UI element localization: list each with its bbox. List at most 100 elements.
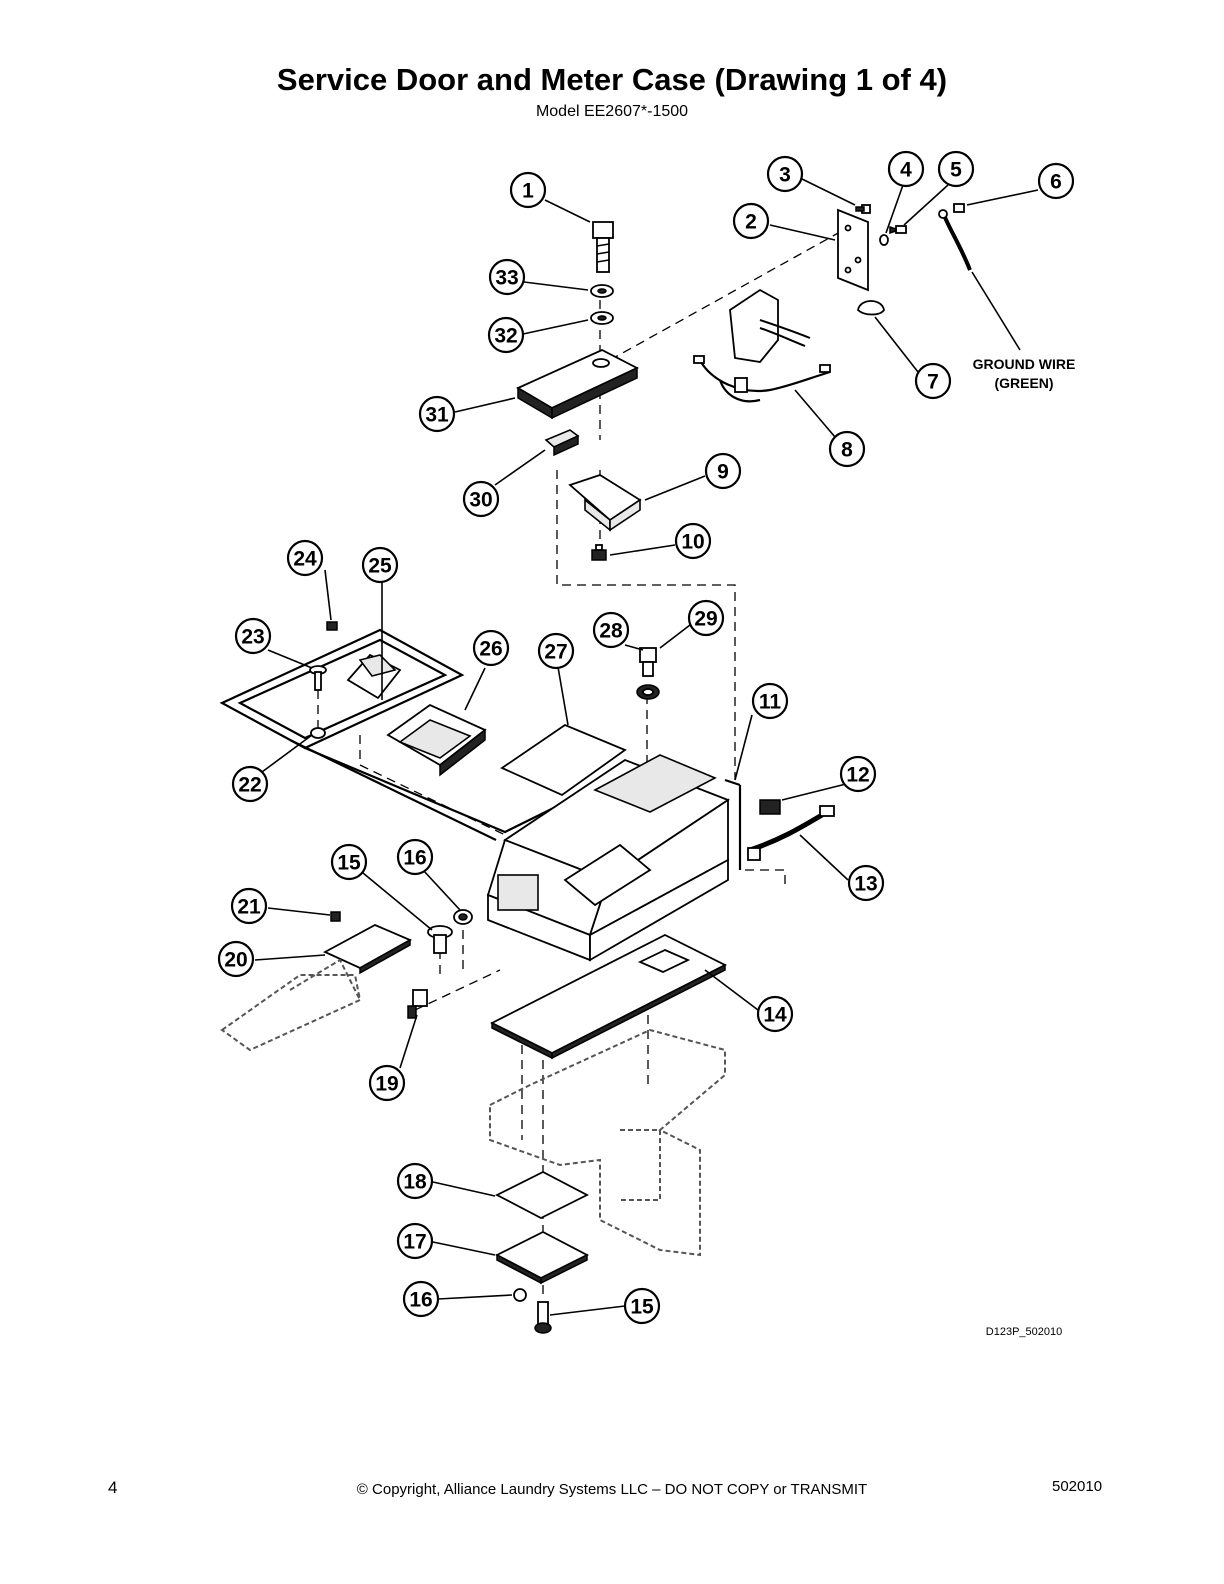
svg-text:30: 30	[469, 489, 492, 512]
callout: 1	[509, 171, 547, 209]
part-15-plug	[427, 925, 453, 954]
svg-text:13: 13	[854, 873, 877, 896]
part-11-meter-case	[486, 754, 742, 962]
callout: 15	[330, 843, 368, 881]
callout: 6	[1037, 162, 1075, 200]
callout: 29	[687, 599, 725, 637]
document-number: 502010	[1052, 1478, 1103, 1495]
ground-wire-color-label: (GREEN)	[994, 375, 1053, 391]
callout: 26	[472, 629, 510, 667]
callout: 9	[704, 452, 742, 490]
part-14-base-plate	[490, 933, 727, 1060]
callout: 8	[828, 430, 866, 468]
part-20-bracket	[322, 924, 413, 975]
part-27-label	[500, 723, 627, 797]
drawing-code: D123P_502010	[986, 1326, 1062, 1338]
part-23-rivet	[309, 665, 327, 691]
coin-mechanism-ghost	[220, 958, 362, 1052]
part-2-plate	[837, 208, 869, 292]
callout: 2	[732, 202, 770, 240]
callout: 30	[462, 480, 500, 518]
part-10-clip	[591, 544, 607, 561]
callout: 24	[286, 539, 324, 577]
part-13-cable	[747, 805, 835, 861]
part-19-switch	[407, 989, 428, 1019]
part-7-clamp	[857, 300, 885, 316]
part-12-fuse	[759, 799, 781, 815]
part-1-bolt	[592, 221, 614, 273]
callout: 20	[217, 940, 255, 978]
part-30-block	[544, 429, 580, 457]
part-4-washer	[879, 234, 889, 246]
svg-text:31: 31	[425, 404, 449, 427]
svg-text:18: 18	[403, 1171, 427, 1194]
callout: 18	[396, 1162, 434, 1200]
svg-text:10: 10	[681, 531, 704, 554]
callout: 17	[396, 1222, 434, 1260]
part-5-screw	[889, 225, 907, 235]
svg-text:2: 2	[745, 211, 757, 234]
svg-text:29: 29	[694, 608, 717, 631]
callout: 16	[402, 1280, 440, 1318]
callout: 27	[537, 632, 575, 670]
part-6-screw	[953, 203, 965, 213]
part-25-lock-bracket	[346, 653, 402, 700]
part-17-plate	[495, 1230, 589, 1285]
svg-text:24: 24	[293, 548, 317, 571]
callout: 31	[418, 395, 456, 433]
callout: 32	[487, 316, 525, 354]
callout: 4	[887, 150, 925, 188]
part-18-plate	[495, 1170, 589, 1220]
callout: 28	[592, 611, 630, 649]
callout: 3	[766, 155, 804, 193]
part-8-wire-harness	[693, 355, 831, 403]
svg-text:17: 17	[403, 1231, 426, 1254]
part-3-screw	[855, 204, 871, 214]
part-16-nut	[453, 909, 473, 925]
callout: 23	[234, 617, 272, 655]
svg-text:14: 14	[763, 1004, 787, 1027]
svg-text:23: 23	[241, 626, 264, 649]
ground-wire	[938, 209, 972, 271]
svg-text:26: 26	[479, 638, 502, 661]
page-number: 4	[108, 1478, 118, 1497]
callout: 11	[751, 682, 789, 720]
part-33-washer	[590, 284, 614, 298]
svg-text:19: 19	[375, 1073, 398, 1096]
svg-text:15: 15	[630, 1296, 654, 1319]
svg-text:20: 20	[224, 949, 247, 972]
svg-text:5: 5	[950, 159, 962, 182]
part-29-washer	[636, 684, 660, 700]
callout: 33	[488, 258, 526, 296]
svg-text:16: 16	[409, 1289, 432, 1312]
part-16-lower-nut	[513, 1288, 527, 1302]
part-28-bolt	[639, 647, 657, 677]
svg-text:33: 33	[495, 267, 518, 290]
leader-lines	[254, 177, 1039, 1316]
svg-text:1: 1	[522, 180, 534, 203]
part-15-lower-screw	[534, 1301, 552, 1334]
callout: 21	[230, 887, 268, 925]
svg-text:32: 32	[494, 325, 517, 348]
svg-text:28: 28	[599, 620, 623, 643]
part-24-screw	[326, 621, 338, 631]
callout: 22	[231, 765, 269, 803]
part-26-coin-chute	[386, 703, 487, 777]
svg-text:15: 15	[337, 852, 361, 875]
page-title: Service Door and Meter Case (Drawing 1 o…	[276, 62, 948, 97]
svg-text:3: 3	[779, 164, 791, 187]
svg-text:16: 16	[403, 847, 426, 870]
svg-text:11: 11	[759, 691, 782, 714]
callout: 12	[839, 755, 877, 793]
callout: 19	[368, 1064, 406, 1102]
callout: 25	[361, 546, 399, 584]
svg-text:22: 22	[238, 774, 261, 797]
callout: 13	[847, 864, 885, 902]
part-31-door-plate	[516, 349, 640, 420]
part-32-washer	[590, 311, 614, 325]
copyright-notice: © Copyright, Alliance Laundry Systems LL…	[356, 1481, 868, 1498]
svg-text:27: 27	[544, 641, 567, 664]
callout: 10	[674, 522, 712, 560]
svg-text:12: 12	[846, 764, 869, 787]
